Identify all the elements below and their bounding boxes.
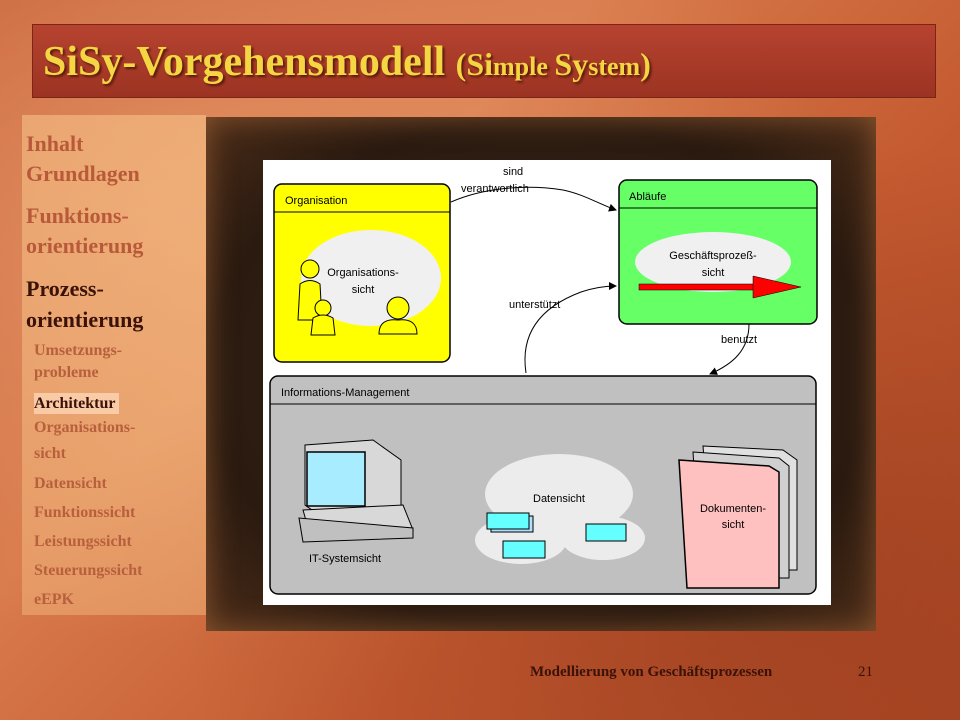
data-table-icon [502, 540, 546, 559]
informations-management-box: Informations-Management IT-Systemsicht D… [269, 375, 817, 595]
page-number: 21 [858, 664, 873, 680]
edge-unterstuetzt [524, 282, 617, 374]
organisation-view-line1: Organisations- [327, 267, 399, 279]
red-arrow-icon [638, 275, 802, 299]
dokumentensicht-line2: sicht [722, 519, 745, 531]
diagram-svg: Organisation Organisations- sicht Abläuf… [269, 166, 818, 595]
info-title: Informations-Management [281, 387, 409, 399]
nav-sub-datensicht[interactable]: Datensicht [34, 475, 107, 492]
edge-sind-verantwortlich [450, 186, 617, 212]
nav-sub-sicht[interactable]: sicht [34, 445, 66, 462]
dokumentensicht-line1: Dokumenten- [700, 503, 766, 515]
nav-sub-funktionssicht[interactable]: Funktionssicht [34, 504, 136, 521]
ablaeufe-view-line2: sicht [702, 267, 725, 279]
title-si: Si [466, 46, 494, 82]
title-stem: stem [588, 52, 641, 81]
nav-sub-eepk[interactable]: eEPK [34, 591, 74, 608]
slide-title: SiSy-Vorgehensmodell (Simple System) [43, 39, 651, 90]
organisation-box: Organisation Organisations- sicht [273, 183, 451, 363]
edge-benutzt [709, 323, 750, 375]
title-main: SiSy-Vorgehensmodell [43, 39, 446, 85]
nav-sub-leistungssicht[interactable]: Leistungssicht [34, 533, 132, 550]
organisation-title: Organisation [285, 195, 347, 207]
slide-footer: Modellierung von Geschäftsprozessen [530, 664, 773, 680]
edge-unterstuetzt-label: unterstützt [509, 299, 560, 311]
title-sy: Sy [554, 46, 589, 82]
architecture-diagram: Organisation Organisations- sicht Abläuf… [263, 160, 831, 605]
document-icon [678, 445, 798, 589]
ablaeufe-cloud [635, 232, 791, 292]
navigation-panel [22, 115, 206, 615]
person-icon [310, 299, 336, 336]
edge-verantwortlich-label: verantwortlich [461, 183, 529, 195]
ablaeufe-title: Abläufe [629, 191, 666, 203]
ablaeufe-box: Abläufe Geschäftsprozeß- sicht [618, 179, 818, 325]
ablaeufe-view-line1: Geschäftsprozeß- [669, 250, 757, 262]
nav-item-prozess-orientierung[interactable]: orientierung [26, 307, 144, 332]
nav-item-funktions[interactable]: Funktions- [26, 203, 129, 228]
data-table-icon [585, 523, 627, 542]
title-mple: mple [493, 52, 555, 81]
nav-sub-architektur[interactable]: Architektur [34, 393, 120, 414]
nav-item-funktions-orientierung[interactable]: orientierung [26, 233, 144, 258]
nav-sub-probleme[interactable]: probleme [34, 364, 99, 381]
computer-icon [298, 439, 414, 543]
edge-sind-label: sind [503, 166, 523, 178]
nav-sub-steuerungssicht[interactable]: Steuerungssicht [34, 562, 143, 579]
title-paren-open: ( [455, 46, 467, 82]
nav-item-grundlagen[interactable]: Grundlagen [26, 161, 140, 186]
nav-sub-umsetzungs[interactable]: Umsetzungs- [34, 342, 122, 359]
it-system-label: IT-Systemsicht [309, 553, 381, 565]
edge-benutzt-label: benutzt [721, 334, 757, 346]
organisation-view-line2: sicht [352, 284, 375, 296]
nav-item-prozess[interactable]: Prozess- [26, 276, 104, 301]
data-table-icon [486, 512, 530, 530]
person-icon [378, 296, 418, 335]
title-bar: SiSy-Vorgehensmodell (Simple System) [32, 24, 936, 98]
nav-item-inhalt[interactable]: Inhalt [26, 131, 84, 156]
title-paren-close: ) [640, 46, 651, 82]
nav-sub-organisations[interactable]: Organisations- [34, 419, 136, 436]
datensicht-label: Datensicht [533, 493, 585, 505]
